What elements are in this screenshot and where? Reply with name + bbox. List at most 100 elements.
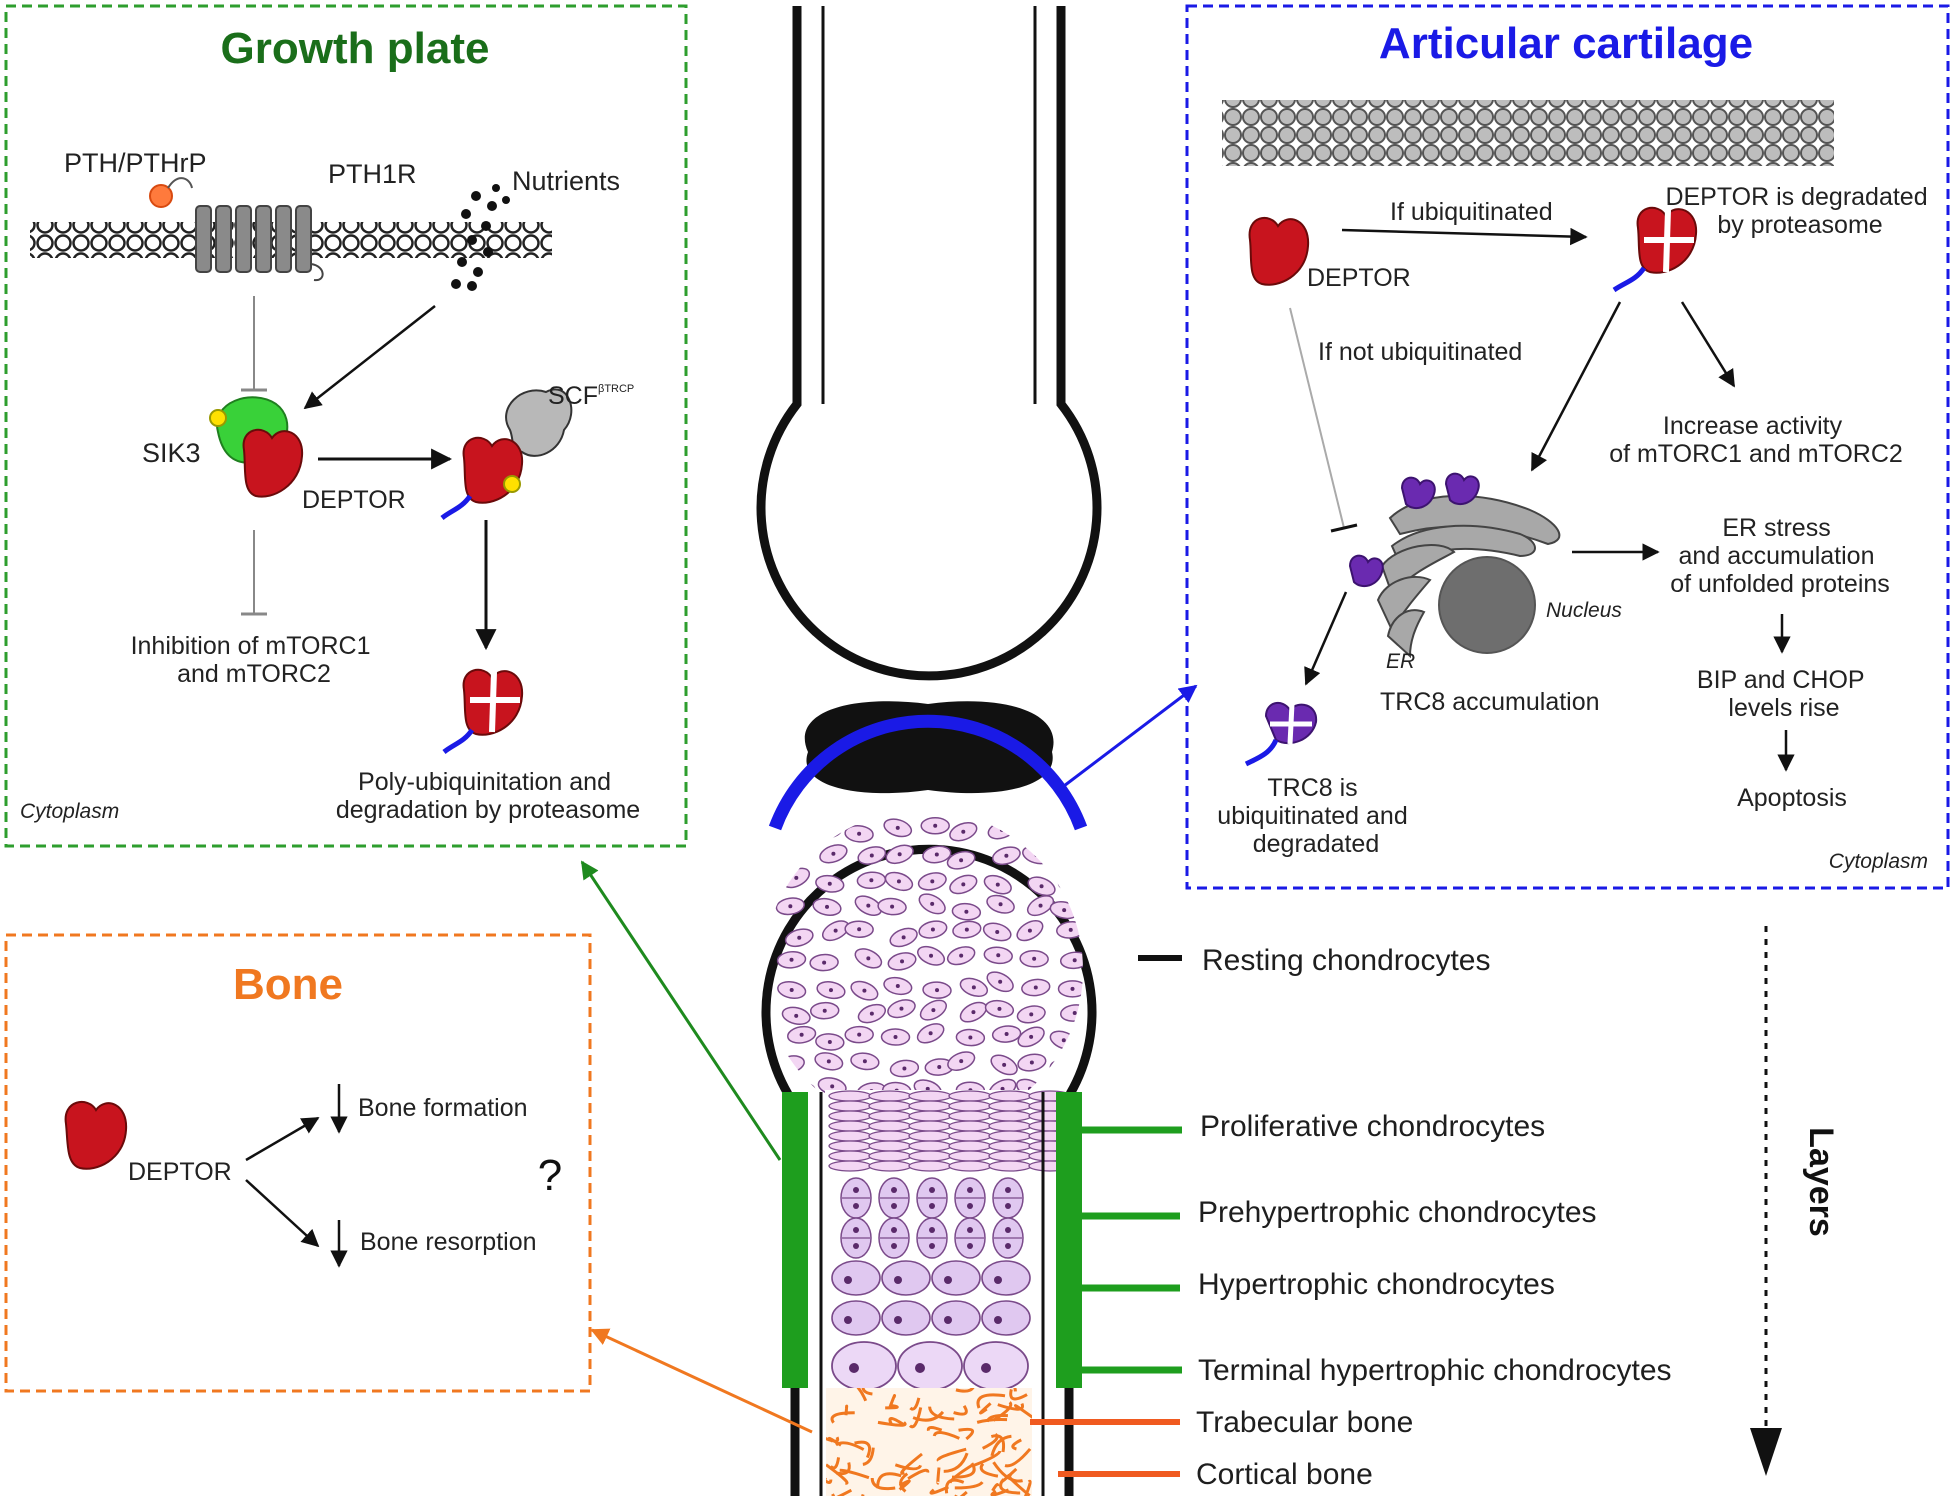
resting-chondrocyte	[857, 846, 887, 865]
resting-chondrocyte	[781, 1006, 811, 1025]
hypertrophic-chondrocyte	[881, 1300, 931, 1336]
er-stress-line1: ER stress	[1722, 514, 1830, 542]
hypertrophic-chondrocyte	[931, 1260, 981, 1296]
nucleus-icon	[1438, 556, 1536, 654]
resting-chondrocyte	[782, 820, 811, 841]
resting-chondrocyte	[856, 871, 887, 890]
deptor-degraded-icon	[1612, 206, 1698, 293]
resting-chondrocyte	[883, 976, 913, 996]
bone-formation-label: Bone formation	[358, 1094, 528, 1122]
trc8-degraded-line2: ubiquitinated and	[1217, 802, 1407, 830]
resting-chondrocyte	[844, 1025, 874, 1044]
proliferative-chondrocyte	[988, 1120, 1032, 1132]
resting-chondrocyte	[983, 946, 1013, 965]
resting-chondrocyte	[959, 1001, 988, 1023]
degraded-to-mtorc-arrow	[1680, 301, 1736, 388]
terminal-hypertrophic-chondrocyte	[963, 1341, 1029, 1391]
layer-label-hypertrophic: Hypertrophic chondrocytes	[1198, 1268, 1555, 1301]
cell-membrane-ac	[1222, 100, 1834, 166]
proliferative-chondrocyte	[988, 1130, 1032, 1142]
resting-chondrocyte	[1015, 823, 1043, 845]
layers-arrowhead	[1750, 1428, 1782, 1476]
resting-chondrocyte	[844, 824, 874, 843]
proliferative-chondrocyte	[988, 1160, 1032, 1172]
proliferative-chondrocyte	[828, 1090, 872, 1102]
layer-label-terminal: Terminal hypertrophic chondrocytes	[1198, 1354, 1672, 1387]
resting-chondrocyte	[889, 1059, 920, 1078]
prehypertrophic-chondrocyte	[916, 1217, 948, 1259]
prehypertrophic-chondrocytes	[840, 1177, 1024, 1259]
resting-chondrocyte	[784, 928, 814, 948]
cytoplasm-label-ac: Cytoplasm	[1829, 850, 1928, 873]
resting-chondrocyte	[986, 971, 1014, 993]
resting-chondrocyte	[922, 981, 952, 999]
resting-chondrocyte	[1059, 951, 1083, 970]
trc8-degradation-arrow	[1304, 591, 1348, 686]
scf-label: SCFβTRCP	[548, 382, 634, 410]
resting-chondrocyte	[883, 818, 913, 838]
bone-panel: Bone DEPTOR Bone formation Bone resorpti…	[4, 933, 592, 1393]
bone-connector-arrow	[590, 1328, 813, 1434]
proliferative-chondrocyte	[908, 1100, 952, 1112]
question-mark: ?	[538, 1151, 562, 1200]
resting-chondrocyte	[777, 846, 808, 864]
resting-chondrocyte	[885, 844, 914, 865]
resting-chondrocyte	[854, 948, 883, 969]
nucleus-label: Nucleus	[1546, 599, 1622, 622]
resting-chondrocyte	[991, 846, 1021, 866]
ubiquitinated-arrow	[1341, 227, 1588, 246]
resting-chondrocyte	[815, 1033, 845, 1051]
resting-chondrocyte	[918, 893, 946, 915]
pth-label: PTH/PTHrP	[64, 148, 207, 178]
resting-chondrocyte	[850, 980, 879, 1001]
resting-chondrocyte	[850, 1052, 880, 1071]
resorption-arrow	[245, 1179, 320, 1248]
long-bone-schematic	[756, 6, 1102, 1496]
degradation-label-line2: degradation by proteasome	[336, 796, 640, 824]
proliferative-chondrocyte	[948, 1110, 992, 1122]
resting-chondrocyte	[854, 895, 883, 916]
resting-chondrocyte	[786, 1025, 817, 1044]
resting-chondrocyte	[982, 922, 1012, 942]
inhibition-label: Inhibition of mTORC1 and mTORC2	[131, 632, 378, 688]
pth1r-receptor-icon	[195, 205, 324, 282]
resting-chondrocyte	[857, 1003, 886, 1024]
er-stress-line2: and accumulation	[1679, 542, 1875, 570]
proliferative-chondrocyte	[908, 1120, 952, 1132]
growth-plate-frame	[4, 4, 688, 848]
resting-chondrocyte	[947, 1051, 976, 1071]
resting-chondrocyte	[1022, 845, 1051, 865]
increase-activity-label: Increase activity of mTORC1 and mTORC2	[1609, 412, 1903, 468]
bip-chop-line1: BIP and CHOP	[1697, 666, 1864, 694]
articular-cartilage-frame	[1185, 4, 1950, 890]
hypertrophic-chondrocyte	[981, 1300, 1031, 1336]
cytoplasm-label-gp: Cytoplasm	[20, 800, 119, 823]
resting-chondrocyte	[959, 977, 989, 998]
pth1r-label: PTH1R	[328, 159, 417, 189]
proliferative-chondrocyte	[908, 1110, 952, 1122]
cartilage-connector-arrow	[1055, 684, 1198, 794]
prehypertrophic-chondrocyte	[992, 1217, 1024, 1259]
deptor-degraded-line1: DEPTOR is degradated	[1665, 183, 1927, 211]
bone-resorption-label: Bone resorption	[360, 1228, 537, 1256]
trc8-degraded-line1: TRC8 is	[1267, 774, 1357, 802]
resting-chondrocyte	[991, 1025, 1022, 1043]
bip-chop-label: BIP and CHOP levels rise	[1697, 666, 1871, 722]
growth-plate-panel: Growth plate PTH/PTHrP PTH1R Nutrients	[4, 4, 688, 848]
trabecular-bone	[826, 1388, 1032, 1496]
resting-chondrocyte	[887, 999, 916, 1019]
increase-activity-line2: of mTORC1 and mTORC2	[1609, 440, 1903, 468]
proliferative-chondrocyte	[988, 1100, 1032, 1112]
layers-direction-arrow: Layers	[1750, 926, 1840, 1476]
resting-chondrocyte	[819, 844, 848, 864]
left-green-bar	[782, 1092, 808, 1388]
proliferative-chondrocyte	[868, 1090, 912, 1102]
articular-cartilage-panel: Articular cartilage DEPTOR If ubiquitina…	[1185, 4, 1950, 890]
er-stress-label: ER stress and accumulation of unfolded p…	[1670, 514, 1890, 598]
deptor-protein-icon-ac	[1248, 217, 1310, 286]
prehypertrophic-chondrocyte	[878, 1177, 910, 1219]
proliferative-chondrocyte	[868, 1160, 912, 1172]
degradation-label: Poly-ubiquinitation and degradation by p…	[336, 768, 640, 824]
resting-chondrocyte	[1017, 1053, 1047, 1072]
proliferative-chondrocyte	[948, 1100, 992, 1112]
